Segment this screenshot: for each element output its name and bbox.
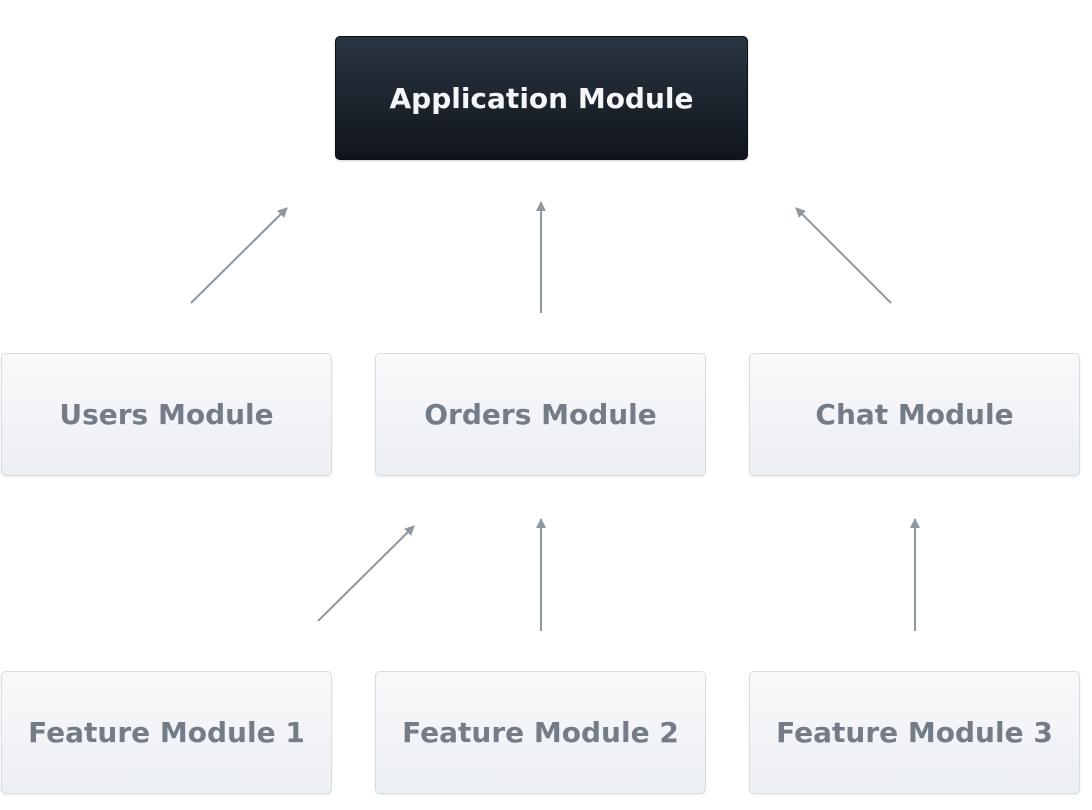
feature-module-2-label: Feature Module 2 [402, 716, 679, 749]
feature-module-1-label: Feature Module 1 [28, 716, 305, 749]
orders-module-node: Orders Module [375, 353, 706, 476]
application-module-label: Application Module [389, 81, 694, 115]
feature-module-3-node: Feature Module 3 [749, 671, 1080, 794]
feature-module-3-label: Feature Module 3 [776, 716, 1053, 749]
chat-module-label: Chat Module [815, 398, 1014, 431]
arrow-feature1-to-orders [317, 525, 415, 622]
arrow-chat-to-application [795, 207, 892, 304]
chat-module-node: Chat Module [749, 353, 1080, 476]
application-module-node: Application Module [335, 36, 748, 160]
feature-module-2-node: Feature Module 2 [375, 671, 706, 794]
orders-module-label: Orders Module [424, 398, 657, 431]
users-module-label: Users Module [59, 398, 274, 431]
arrow-users-to-application [190, 207, 288, 304]
users-module-node: Users Module [1, 353, 332, 476]
feature-module-1-node: Feature Module 1 [1, 671, 332, 794]
